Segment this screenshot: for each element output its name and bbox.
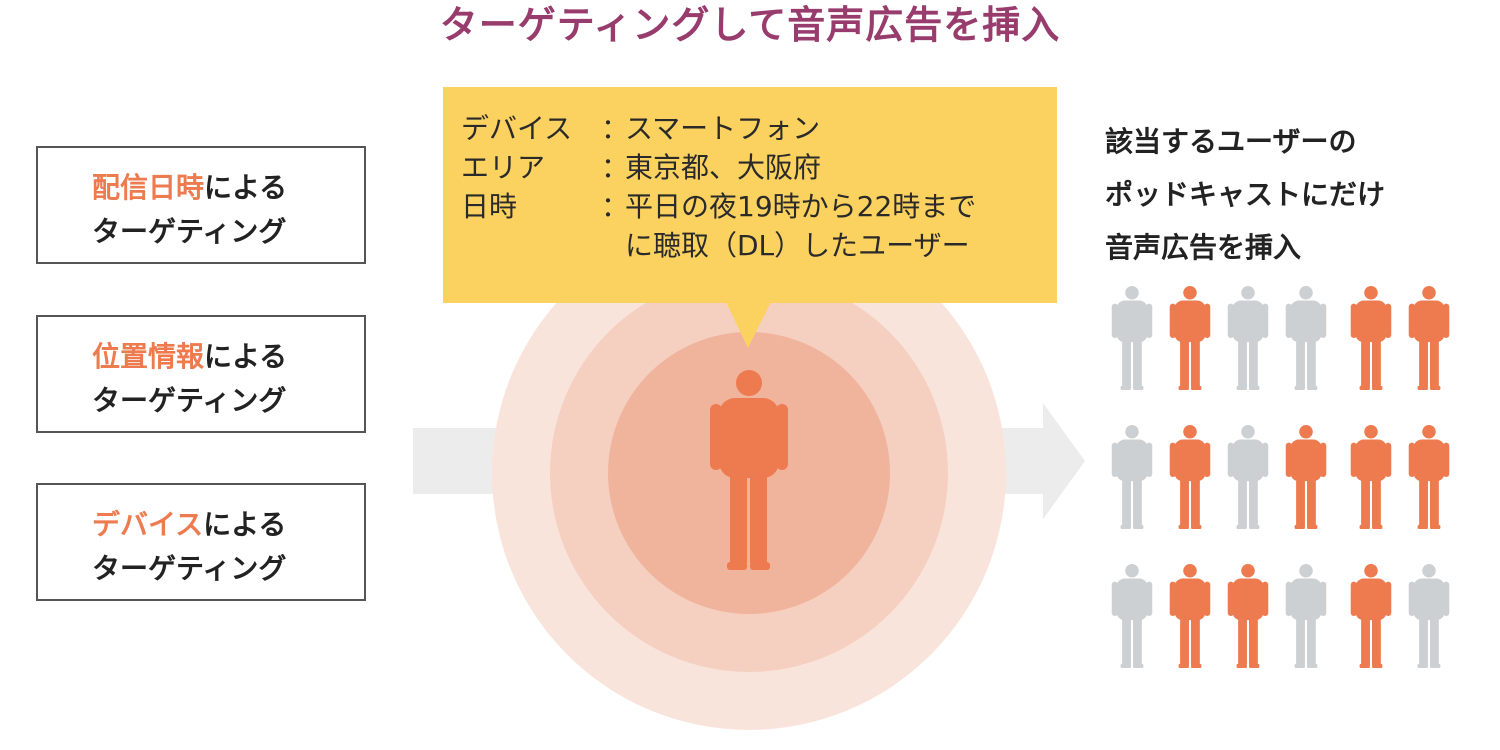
page-title: ターゲティングして音声広告を挿入 — [439, 3, 1061, 47]
person-icon — [1408, 286, 1450, 390]
person-icon — [1111, 286, 1153, 390]
targeting-box-location: 位置情報による ターゲティング — [36, 315, 366, 433]
person-icon — [1408, 425, 1450, 529]
callout-row-datetime-cont: に聴取（DL）したユーザー — [461, 226, 1057, 265]
result-line: ポッドキャストにだけ — [1105, 178, 1386, 211]
audience-grid — [1111, 286, 1450, 668]
person-icon — [1169, 286, 1211, 390]
person-icon — [1285, 425, 1327, 529]
callout-value: 東京都、大阪府 — [625, 151, 822, 184]
target-person-icon — [710, 370, 788, 570]
person-icon — [1350, 564, 1392, 668]
person-icon — [1227, 286, 1269, 390]
person-icon — [1285, 564, 1327, 668]
callout-separator: ： — [601, 190, 630, 223]
person-icon — [1227, 564, 1269, 668]
result-description: 該当するユーザーの ポッドキャストにだけ 音声広告を挿入 — [1105, 115, 1485, 274]
callout-separator: ： — [601, 151, 630, 184]
targeting-line2: ターゲティング — [92, 384, 287, 417]
callout-label: エリア — [461, 151, 546, 184]
callout-separator: ： — [601, 112, 630, 145]
callout-value: に聴取（DL）したユーザー — [625, 229, 970, 262]
person-icon — [1350, 425, 1392, 529]
result-line: 音声広告を挿入 — [1105, 231, 1302, 264]
targeting-box-device: デバイスによる ターゲティング — [36, 483, 366, 601]
targeting-highlight: 位置情報 — [92, 340, 205, 373]
person-icon — [1169, 425, 1211, 529]
callout-label: 日時 — [461, 190, 518, 223]
person-icon — [1111, 564, 1153, 668]
callout-pointer — [725, 300, 772, 348]
targeting-suffix: による — [204, 340, 288, 373]
targeting-line2: ターゲティング — [92, 215, 287, 248]
callout-value: スマートフォン — [625, 112, 821, 145]
targeting-line2: ターゲティング — [92, 552, 287, 585]
person-icon — [1350, 286, 1392, 390]
person-icon — [1227, 425, 1269, 529]
person-icon — [1111, 425, 1153, 529]
targeting-highlight: デバイス — [92, 508, 204, 541]
person-icon — [1169, 564, 1211, 668]
targeting-highlight: 配信日時 — [92, 171, 205, 204]
callout-label: デバイス — [461, 112, 573, 145]
targeting-suffix: による — [203, 508, 287, 541]
targeting-suffix: による — [204, 171, 288, 204]
callout-row-device: デバイス ： スマートフォン — [461, 109, 1057, 148]
callout-row-area: エリア ： 東京都、大阪府 — [461, 148, 1057, 187]
callout-value: 平日の夜19時から22時まで — [625, 190, 977, 223]
result-line: 該当するユーザーの — [1105, 125, 1357, 158]
targeting-conditions-callout: デバイス ： スマートフォン エリア ： 東京都、大阪府 日時 ： 平日の夜19… — [443, 87, 1057, 303]
person-icon — [1408, 564, 1450, 668]
callout-row-datetime: 日時 ： 平日の夜19時から22時まで — [461, 187, 1057, 226]
person-icon — [1285, 286, 1327, 390]
targeting-box-datetime: 配信日時による ターゲティング — [36, 146, 366, 264]
